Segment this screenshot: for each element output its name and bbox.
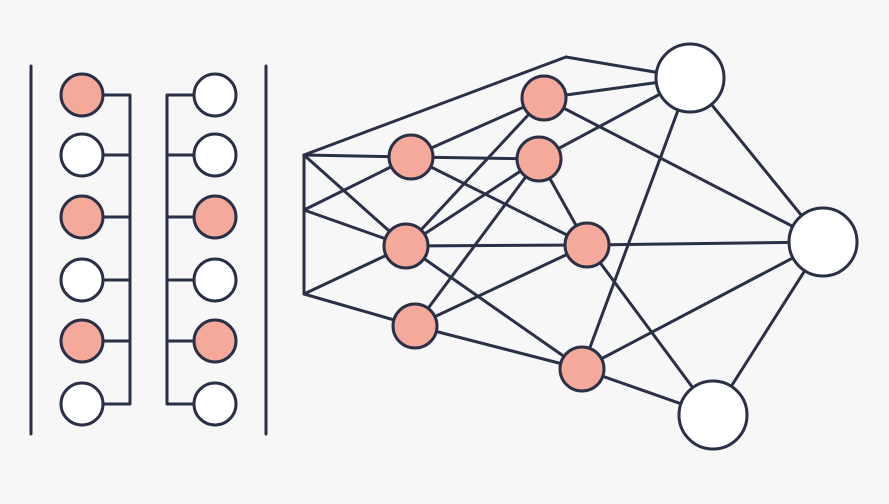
- output-edge: [585, 240, 825, 247]
- column-2-node: [192, 132, 238, 178]
- bracket-top-line: [302, 55, 568, 157]
- hidden-layer-1-node: [382, 222, 430, 270]
- column-1-node: [59, 381, 105, 427]
- hidden-layer-1-node: [387, 133, 435, 181]
- column-2-node: [192, 257, 238, 303]
- hidden-edge: [413, 243, 589, 328]
- column-1-node: [59, 318, 105, 364]
- hidden-layer-2-node: [558, 345, 606, 393]
- output-edge: [580, 76, 692, 371]
- hidden-edge: [404, 96, 546, 248]
- hidden-edge: [409, 96, 546, 159]
- hidden-edge: [409, 155, 589, 247]
- column-2-node: [192, 72, 238, 118]
- output-node: [677, 379, 749, 451]
- column-1-node: [59, 257, 105, 303]
- column-1-bracket: [98, 93, 132, 406]
- column-2-node: [192, 381, 238, 427]
- output-node: [787, 206, 859, 278]
- hidden-layer-2-node: [515, 135, 563, 183]
- hidden-edge: [404, 157, 541, 248]
- hidden-layer-2-node: [520, 74, 568, 122]
- hidden-edge: [413, 324, 584, 371]
- column-2-node: [192, 318, 238, 364]
- network-nodes: [59, 42, 859, 451]
- column-1-node: [59, 194, 105, 240]
- column-1-node: [59, 72, 105, 118]
- column-2-bracket: [165, 93, 199, 406]
- hidden-edge: [413, 157, 541, 328]
- output-node: [654, 42, 726, 114]
- hidden-layer-1-node: [391, 302, 439, 350]
- column-1-node: [59, 132, 105, 178]
- hidden-layer-2-node: [563, 221, 611, 269]
- output-edge: [542, 96, 825, 244]
- output-edge: [580, 240, 825, 371]
- hidden-edge: [404, 244, 584, 371]
- hidden-edge: [404, 243, 589, 248]
- column-2-node: [192, 194, 238, 240]
